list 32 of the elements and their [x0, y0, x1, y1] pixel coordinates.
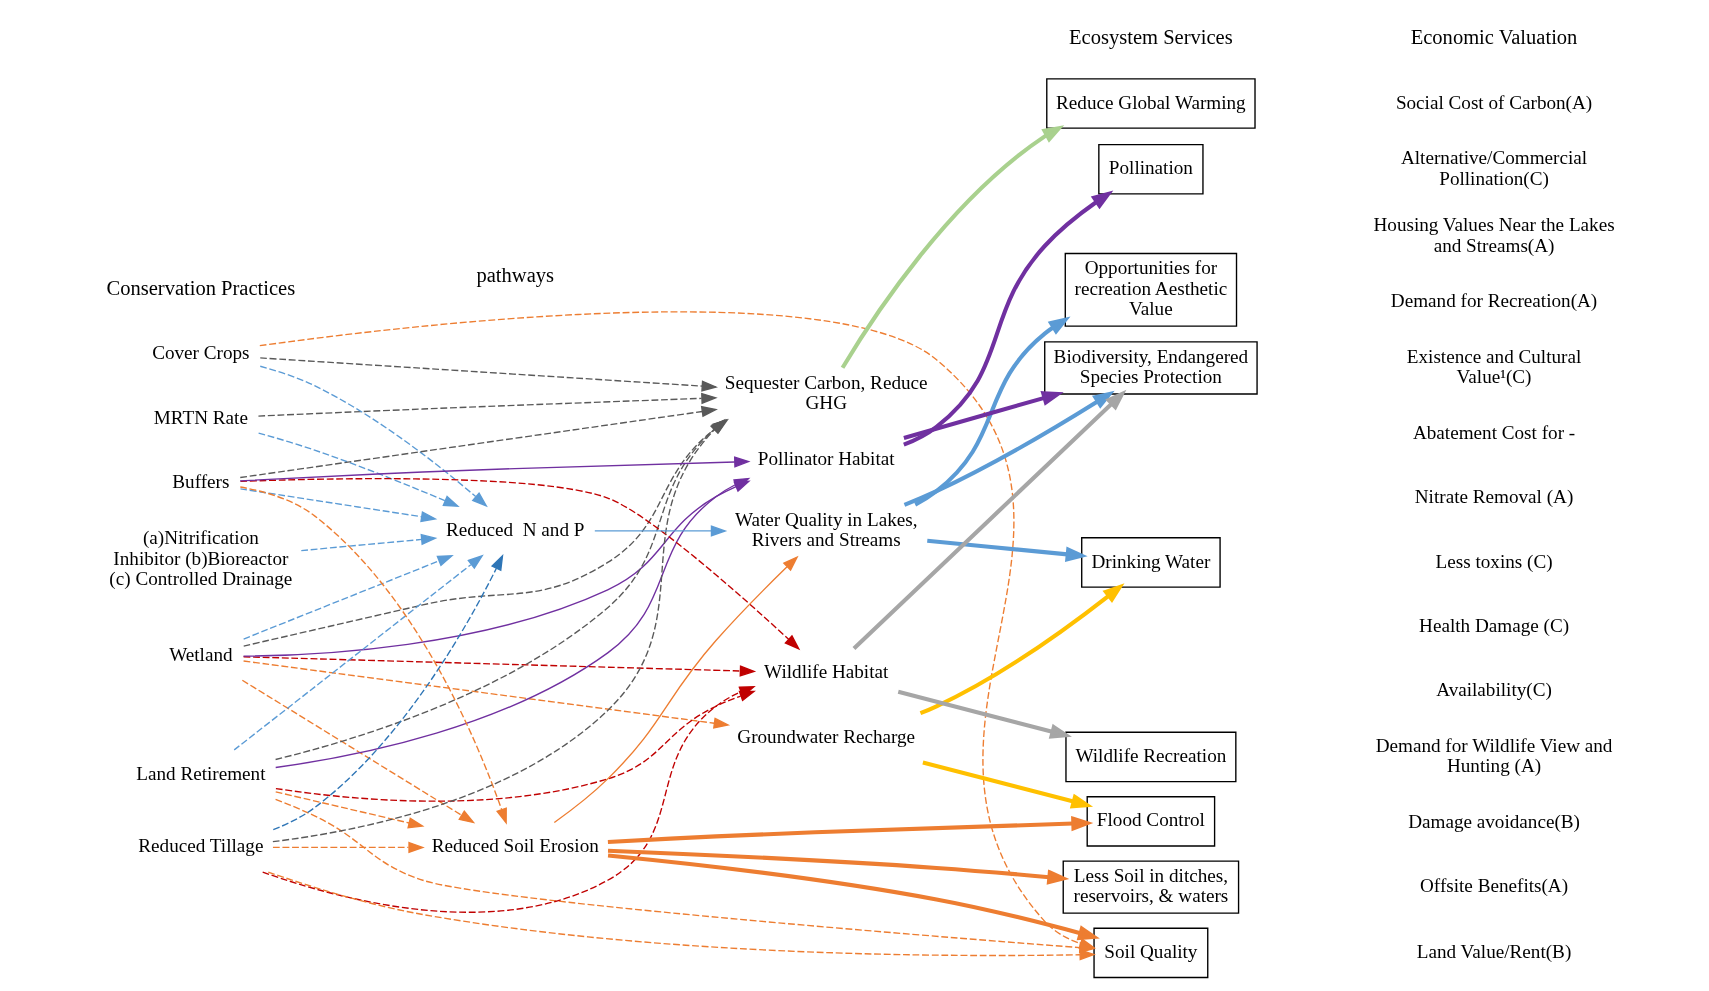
node-text: (a)Nitrification Inhibitor (b)Bioreactor (c) Controlled Drainage: [108, 526, 292, 589]
node-text: Cover Crops: [151, 341, 250, 363]
node-text: Groundwater Recharge: [736, 725, 915, 747]
node-text: Buffers: [171, 470, 229, 492]
label: Economic Valuation: [1410, 25, 1577, 48]
label: Alternative/Commercial Pollination(C): [1400, 146, 1587, 189]
node-text: Reduced N and P: [445, 518, 584, 540]
label: Nitrate Removal (A): [1414, 485, 1573, 507]
node-text: MRTN Rate: [153, 406, 248, 428]
node-text: Wildlife Habitat: [763, 660, 888, 682]
node-text: Wetland: [168, 643, 233, 665]
label: Abatement Cost for -: [1412, 421, 1575, 443]
node-text: Water Quality in Lakes, Rivers and Streams: [734, 508, 917, 550]
label: Offsite Benefits(A): [1419, 874, 1568, 896]
label: Existence and Cultural Value¹(C): [1406, 345, 1581, 387]
label: Availability(C): [1435, 678, 1552, 700]
node-text: Pollinator Habitat: [757, 447, 895, 469]
label: Demand for Wildlife View and Hunting (A): [1375, 734, 1612, 776]
node-text: Sequester Carbon, Reduce GHG: [724, 371, 928, 413]
label: Land Value/Rent(B): [1416, 940, 1571, 962]
label: Ecosystem Services: [1068, 25, 1233, 48]
label: Housing Values Near the Lakes and Streams(A): [1372, 213, 1615, 256]
label: Damage avoidance(B): [1407, 810, 1580, 832]
label: Social Cost of Carbon(A): [1395, 91, 1592, 113]
label: pathways: [475, 263, 554, 286]
label: Conservation Practices: [106, 276, 295, 299]
node-text: Reduced Soil Erosion: [431, 834, 599, 856]
node-text: Land Retirement: [135, 762, 265, 784]
label: Demand for Recreation(A): [1390, 289, 1597, 311]
label: Less toxins (C): [1435, 550, 1553, 572]
label: Health Damage (C): [1418, 614, 1569, 636]
node-text: Reduced Tillage: [137, 834, 263, 856]
